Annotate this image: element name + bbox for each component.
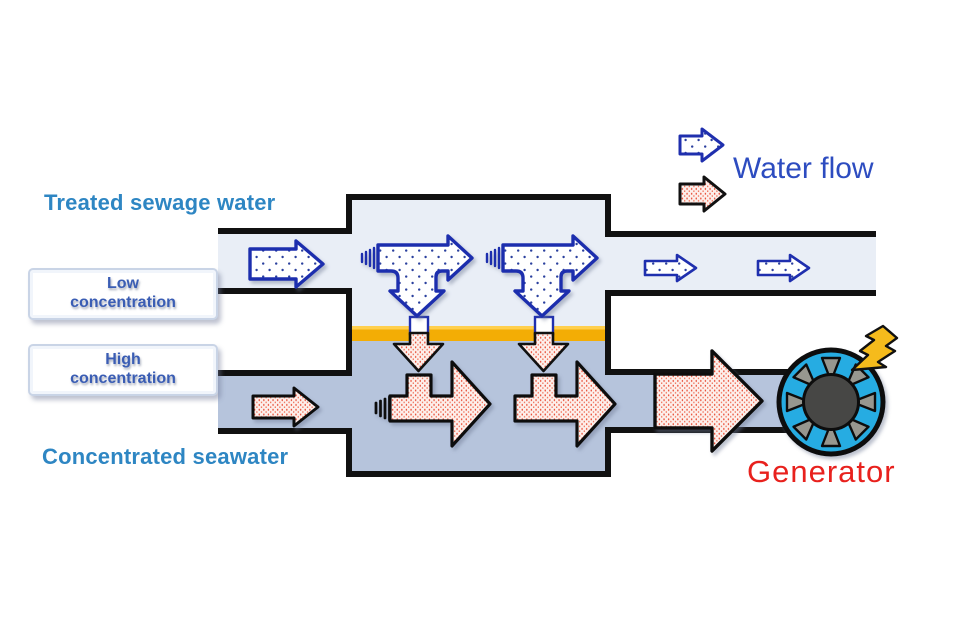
fresh-water-arrow-icon bbox=[678, 127, 725, 163]
membrane-highlight bbox=[352, 326, 605, 330]
flow-speed-lines-icon bbox=[374, 395, 391, 422]
membrane-chamber bbox=[352, 200, 605, 471]
high-concentration-line1: High bbox=[105, 351, 141, 369]
fresh-outlet-arrow-1-icon bbox=[643, 253, 698, 283]
growing-flow-arrow-2 bbox=[513, 360, 617, 448]
fresh-water-arrows bbox=[248, 234, 811, 318]
high-concentration-box: High concentration bbox=[28, 344, 218, 396]
permeate-stems bbox=[392, 315, 570, 373]
water-flow-legend-label: Water flow bbox=[733, 152, 874, 185]
t-branch-arrow-1 bbox=[360, 234, 474, 318]
high-concentration-line2: concentration bbox=[70, 370, 176, 387]
seawater-arrows bbox=[251, 349, 764, 453]
t-branch-arrow-2 bbox=[485, 234, 599, 318]
growing-flow-arrow-1 bbox=[374, 360, 492, 448]
turbine-hub bbox=[802, 373, 860, 431]
seawater-arrow-icon bbox=[678, 175, 727, 213]
legend-icons bbox=[678, 127, 727, 213]
fresh-inlet-arrow-icon bbox=[248, 239, 325, 289]
lightning-icon bbox=[850, 324, 899, 372]
treated-sewage-water-label: Treated sewage water bbox=[44, 190, 276, 215]
fresh-outlet-arrow-2-icon bbox=[756, 253, 811, 283]
seawater-inlet-arrow-icon bbox=[251, 386, 320, 428]
generator-flow-arrow-icon bbox=[653, 349, 764, 453]
concentrated-seawater-label: Concentrated seawater bbox=[42, 444, 289, 469]
generator-label: Generator bbox=[747, 454, 896, 489]
low-concentration-box: Low concentration bbox=[28, 268, 218, 320]
turbine-blades bbox=[785, 356, 877, 448]
flow-speed-lines-icon bbox=[485, 246, 501, 270]
low-concentration-line1: Low bbox=[107, 275, 139, 293]
turbine-icon bbox=[776, 347, 886, 457]
low-concentration-line2: concentration bbox=[70, 294, 176, 311]
flow-speed-lines-icon bbox=[360, 246, 376, 270]
permeate-stem-2 bbox=[517, 315, 570, 373]
permeate-stem-1 bbox=[392, 315, 445, 373]
